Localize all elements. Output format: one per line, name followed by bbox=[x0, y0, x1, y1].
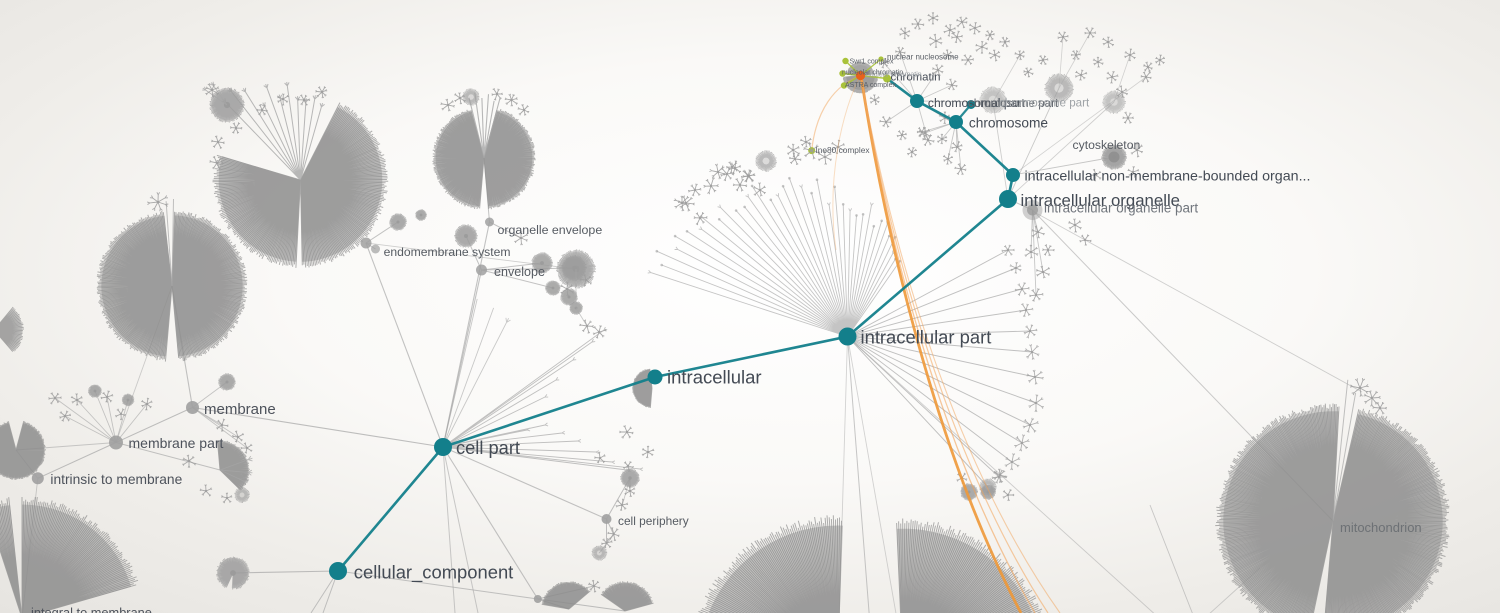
svg-text:cellular_component: cellular_component bbox=[354, 562, 513, 584]
svg-text:membrane: membrane bbox=[204, 401, 276, 418]
svg-text:integral to membrane: integral to membrane bbox=[31, 605, 152, 613]
svg-text:chromosome part: chromosome part bbox=[968, 97, 1059, 110]
svg-text:endomembrane system: endomembrane system bbox=[384, 245, 511, 259]
svg-text:envelope: envelope bbox=[494, 265, 545, 279]
svg-text:intracellular organelle: intracellular organelle bbox=[1021, 191, 1181, 210]
svg-text:ASTRA complex: ASTRA complex bbox=[845, 82, 896, 89]
svg-text:intracellular: intracellular bbox=[667, 367, 762, 388]
svg-text:cell periphery: cell periphery bbox=[618, 514, 689, 528]
svg-text:chromatin: chromatin bbox=[891, 72, 941, 84]
svg-text:cytoskeleton: cytoskeleton bbox=[1073, 138, 1141, 152]
svg-text:chromosome part: chromosome part bbox=[999, 96, 1090, 109]
svg-text:nuclear nucleosome: nuclear nucleosome bbox=[887, 53, 959, 62]
svg-text:mitochondrion: mitochondrion bbox=[1340, 520, 1422, 535]
svg-text:organelle envelope: organelle envelope bbox=[498, 223, 603, 237]
svg-text:chromosomal part: chromosomal part bbox=[928, 96, 1025, 110]
svg-text:Ino80 complex: Ino80 complex bbox=[816, 145, 871, 155]
svg-text:nuclear chromatin: nuclear chromatin bbox=[866, 72, 922, 79]
svg-text:intracellular part: intracellular part bbox=[861, 327, 992, 348]
svg-text:Swr1 complex: Swr1 complex bbox=[850, 59, 894, 66]
svg-text:intracellular organelle part: intracellular organelle part bbox=[1044, 201, 1198, 216]
svg-text:cell part: cell part bbox=[456, 437, 520, 458]
svg-text:nucleolar chromatin: nucleolar chromatin bbox=[842, 70, 903, 77]
svg-text:chromosome: chromosome bbox=[969, 115, 1048, 130]
svg-text:intracellular non-membrane-bou: intracellular non-membrane-bounded organ… bbox=[1025, 169, 1311, 185]
svg-text:membrane part: membrane part bbox=[129, 435, 224, 451]
svg-text:intrinsic to membrane: intrinsic to membrane bbox=[50, 472, 182, 487]
